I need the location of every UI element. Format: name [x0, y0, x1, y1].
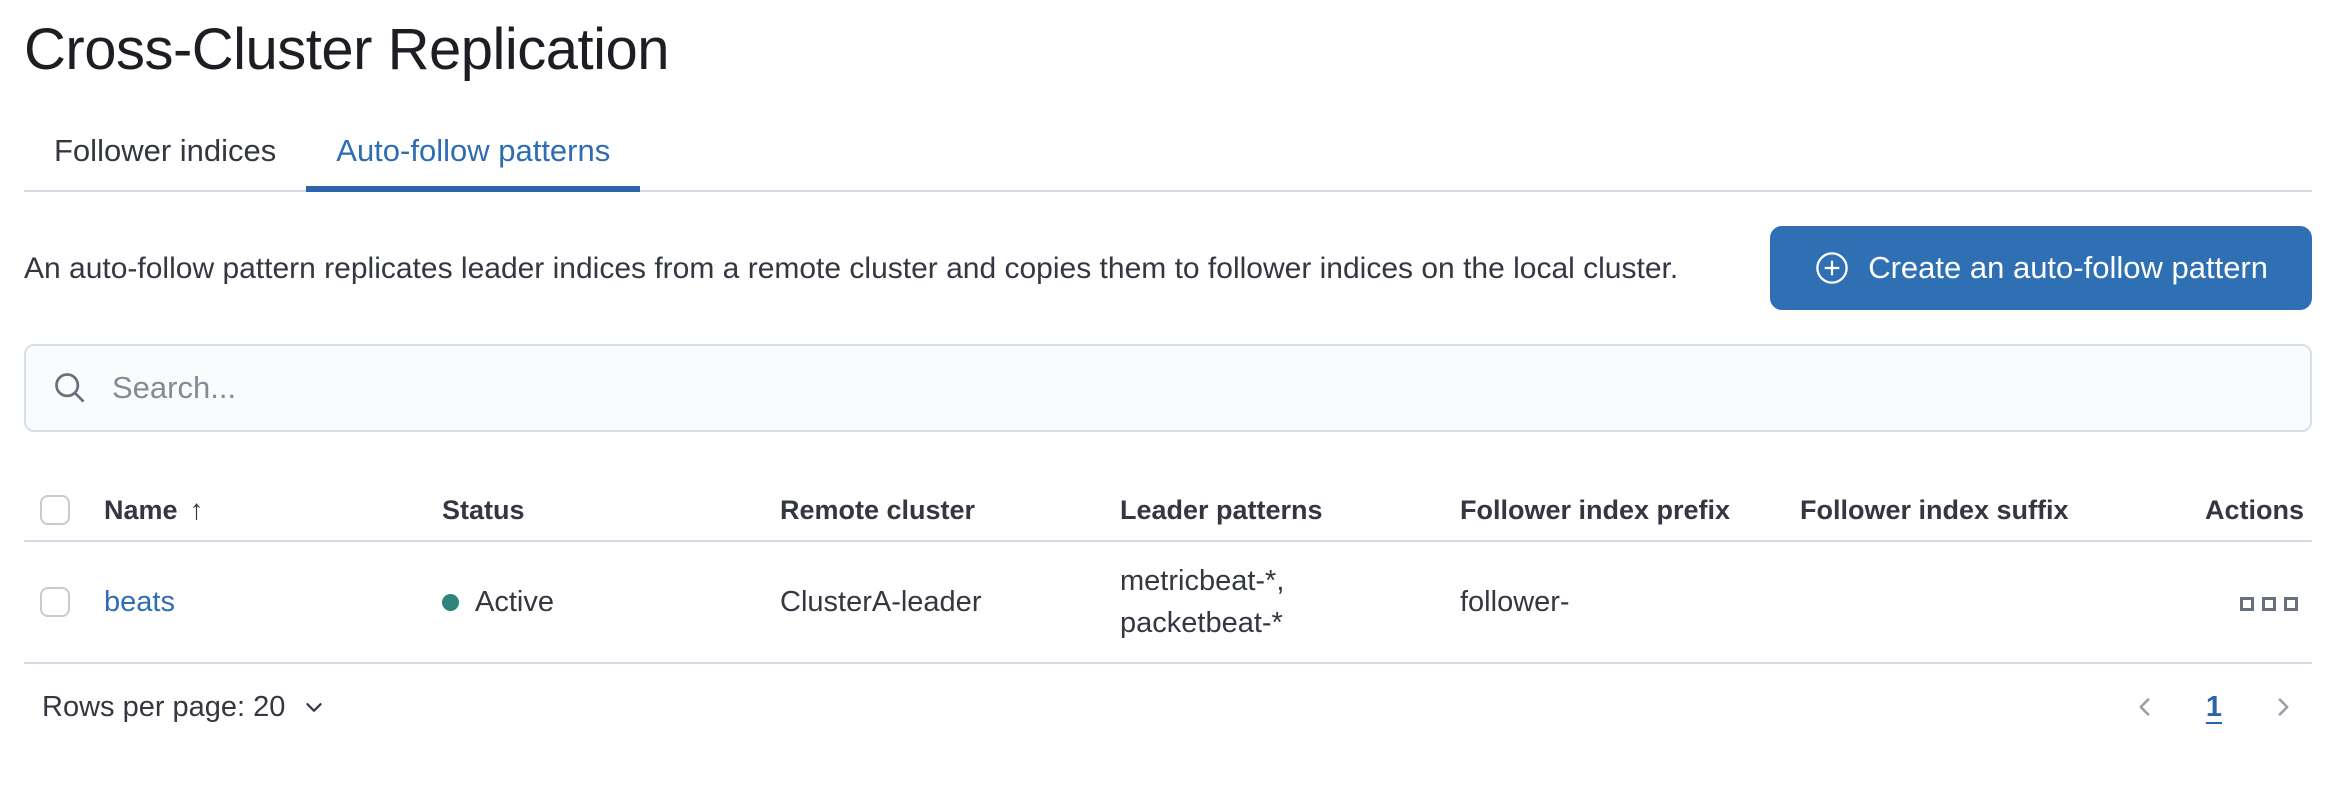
tab-auto-follow-patterns-label: Auto-follow patterns: [336, 133, 611, 168]
box-icon: [2284, 596, 2298, 611]
pagination: 1: [2128, 690, 2312, 724]
search-input[interactable]: [112, 370, 2284, 406]
status-health: Active: [442, 586, 760, 619]
column-header-name-label: Name: [104, 494, 178, 525]
cross-cluster-replication-page: Cross-Cluster Replication Follower indic…: [0, 14, 2336, 724]
tab-follower-indices[interactable]: Follower indices: [24, 112, 306, 190]
status-active-dot-icon: [442, 593, 459, 611]
chevron-right-icon: [2278, 698, 2289, 716]
cell-remote-cluster: ClusterA-leader: [780, 585, 982, 618]
sort-ascending-icon: ↑: [189, 494, 204, 525]
tab-auto-follow-patterns[interactable]: Auto-follow patterns: [306, 112, 641, 192]
previous-page-button[interactable]: [2128, 690, 2162, 724]
plus-in-circle-icon: [1816, 252, 1848, 284]
column-header-leader-patterns: Leader patterns: [1120, 494, 1323, 525]
column-header-follower-index-prefix: Follower index prefix: [1460, 494, 1731, 525]
next-page-button[interactable]: [2266, 690, 2300, 724]
search-bar: [24, 344, 2312, 432]
box-icon: [2240, 596, 2254, 611]
column-header-actions: Actions: [2204, 494, 2304, 525]
page-title: Cross-Cluster Replication: [24, 17, 670, 82]
create-auto-follow-pattern-button[interactable]: Create an auto-follow pattern: [1770, 226, 2312, 310]
column-header-name[interactable]: Name ↑: [104, 494, 442, 526]
header-checkbox-cell: [24, 495, 104, 525]
chevron-left-icon: [2139, 698, 2150, 716]
cell-status: Active: [442, 586, 780, 619]
status-label: Active: [475, 585, 554, 618]
table-footer: Rows per page: 20 1: [24, 690, 2312, 724]
search-icon: [55, 373, 85, 403]
page-number-1[interactable]: 1: [2205, 690, 2222, 723]
row-actions-menu-icon[interactable]: [2234, 591, 2304, 617]
table-row: beats Active ClusterA-leader metricbeat-…: [24, 542, 2312, 664]
chevron-down-icon: [306, 703, 323, 712]
cell-follower-index-prefix: follower-: [1460, 585, 1570, 618]
tab-follower-indices-label: Follower indices: [54, 133, 277, 168]
select-all-checkbox[interactable]: [40, 495, 70, 525]
name-sort-control[interactable]: Name ↑: [104, 494, 204, 526]
row-checkbox-cell: [24, 587, 104, 617]
auto-follow-patterns-table: Name ↑ Status Remote cluster Leader patt…: [24, 480, 2312, 724]
tabs-bar: Follower indices Auto-follow patterns: [24, 112, 2312, 192]
column-header-follower-index-suffix: Follower index suffix: [1800, 494, 2069, 525]
column-header-status: Status: [442, 494, 525, 525]
rows-per-page-button[interactable]: Rows per page: 20: [42, 691, 329, 724]
row-select-checkbox[interactable]: [40, 587, 70, 617]
intro-section: An auto-follow pattern replicates leader…: [24, 226, 2312, 310]
rows-per-page-label: Rows per page: 20: [42, 690, 286, 723]
cell-name: beats: [104, 586, 442, 619]
box-icon: [2262, 596, 2276, 611]
leader-patterns-value: metricbeat-*, packetbeat-*: [1120, 565, 1285, 639]
table-header-row: Name ↑ Status Remote cluster Leader patt…: [24, 480, 2312, 542]
create-button-label: Create an auto-follow pattern: [1868, 250, 2268, 285]
pattern-name-link[interactable]: beats: [104, 585, 175, 618]
cell-leader-patterns: metricbeat-*, packetbeat-*: [1120, 560, 1460, 644]
page-description: An auto-follow pattern replicates leader…: [24, 251, 1679, 285]
column-header-remote-cluster: Remote cluster: [780, 494, 976, 525]
cell-actions: [2140, 586, 2312, 619]
